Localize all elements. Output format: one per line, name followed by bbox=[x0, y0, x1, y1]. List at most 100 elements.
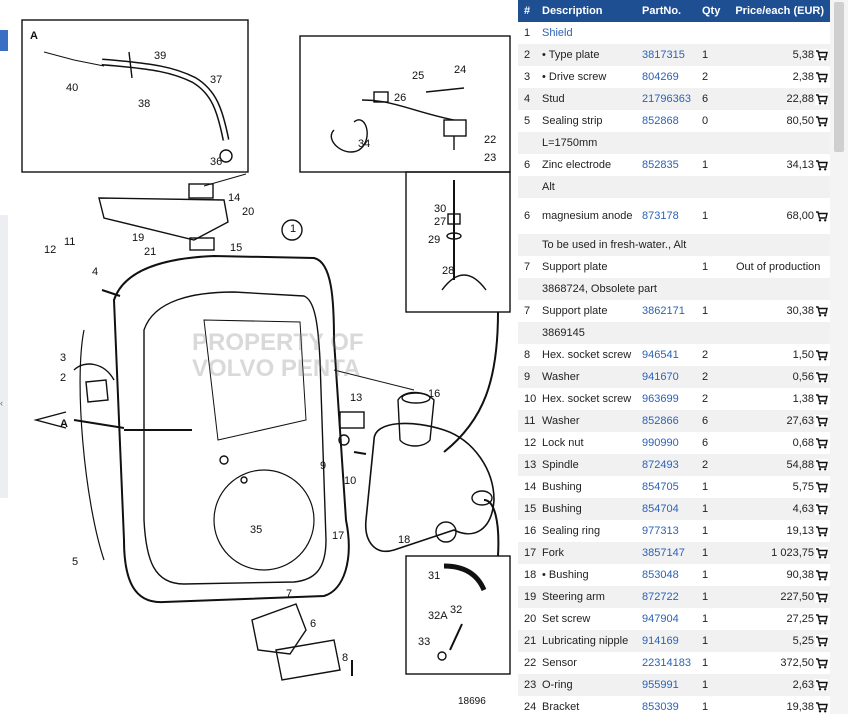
cell-partno-text[interactable]: 946541 bbox=[642, 349, 679, 361]
cell-description-text[interactable]: Shield bbox=[542, 27, 573, 39]
add-to-cart-icon[interactable] bbox=[815, 459, 828, 472]
add-to-cart-icon[interactable] bbox=[815, 71, 828, 84]
cell-partno-text[interactable]: 977313 bbox=[642, 525, 679, 537]
add-to-cart-icon[interactable] bbox=[815, 210, 828, 223]
table-row[interactable]: L=1750mm bbox=[518, 132, 830, 154]
cell-partno[interactable]: 872722 bbox=[640, 586, 700, 608]
add-to-cart-icon[interactable] bbox=[815, 635, 828, 648]
add-to-cart-icon[interactable] bbox=[815, 93, 828, 106]
cell-partno-text[interactable]: 990990 bbox=[642, 437, 679, 449]
add-to-cart-icon[interactable] bbox=[815, 437, 828, 450]
add-to-cart-icon[interactable] bbox=[815, 569, 828, 582]
cell-partno-text[interactable]: 852868 bbox=[642, 115, 679, 127]
cell-partno[interactable]: 873178 bbox=[640, 198, 700, 234]
cell-partno[interactable]: 990990 bbox=[640, 432, 700, 454]
cell-partno[interactable]: 852866 bbox=[640, 410, 700, 432]
vertical-scrollbar[interactable] bbox=[830, 0, 848, 714]
cell-partno-text[interactable]: 854705 bbox=[642, 481, 679, 493]
cell-partno[interactable]: 3862171 bbox=[640, 300, 700, 322]
cell-partno-text[interactable]: 3857147 bbox=[642, 547, 685, 559]
cell-partno-text[interactable]: 853048 bbox=[642, 569, 679, 581]
cell-partno-text[interactable]: 3817315 bbox=[642, 49, 685, 61]
scrollbar-thumb[interactable] bbox=[834, 2, 844, 152]
cell-partno-text[interactable]: 3862171 bbox=[642, 305, 685, 317]
add-to-cart-icon[interactable] bbox=[815, 547, 828, 560]
add-to-cart-icon[interactable] bbox=[815, 49, 828, 62]
cell-partno-text[interactable]: 941670 bbox=[642, 371, 679, 383]
add-to-cart-icon[interactable] bbox=[815, 393, 828, 406]
cell-partno[interactable]: 853039 bbox=[640, 696, 700, 714]
cell-partno[interactable]: 977313 bbox=[640, 520, 700, 542]
cell-description[interactable]: Shield bbox=[540, 22, 640, 44]
table-row[interactable]: To be used in fresh-water., Alt bbox=[518, 234, 830, 256]
cell-partno-text[interactable]: 854704 bbox=[642, 503, 679, 515]
cell-partno-text[interactable]: 804269 bbox=[642, 71, 679, 83]
col-header-qty[interactable]: Qty bbox=[700, 0, 732, 22]
cell-partno-text[interactable]: 914169 bbox=[642, 635, 679, 647]
cell-partno-text[interactable]: 852866 bbox=[642, 415, 679, 427]
add-to-cart-icon[interactable] bbox=[815, 591, 828, 604]
cell-partno[interactable]: 852835 bbox=[640, 154, 700, 176]
add-to-cart-icon[interactable] bbox=[815, 503, 828, 516]
cell-partno[interactable]: 852868 bbox=[640, 110, 700, 132]
add-to-cart-icon[interactable] bbox=[815, 349, 828, 362]
cell-partno[interactable]: 946541 bbox=[640, 344, 700, 366]
col-header-price[interactable]: Price/each (EUR) bbox=[732, 0, 830, 22]
cell-partno-text[interactable]: 872493 bbox=[642, 459, 679, 471]
add-to-cart-icon[interactable] bbox=[815, 525, 828, 538]
cell-partno-text[interactable]: 963699 bbox=[642, 393, 679, 405]
table-row[interactable]: 3868724, Obsolete part bbox=[518, 278, 830, 300]
cell-partno[interactable]: 3817315 bbox=[640, 44, 700, 66]
cell-partno[interactable]: 854705 bbox=[640, 476, 700, 498]
cell-partno[interactable]: 21796363 bbox=[640, 88, 700, 110]
cell-partno[interactable]: 872493 bbox=[640, 454, 700, 476]
cell-partno-text[interactable]: 853039 bbox=[642, 701, 679, 713]
cell-partno-text[interactable]: 872722 bbox=[642, 591, 679, 603]
cell-partno[interactable]: 853048 bbox=[640, 564, 700, 586]
cell-partno[interactable]: 963699 bbox=[640, 388, 700, 410]
cell-partno[interactable]: 914169 bbox=[640, 630, 700, 652]
add-to-cart-icon[interactable] bbox=[815, 371, 828, 384]
table-row[interactable]: Alt bbox=[518, 176, 830, 198]
add-to-cart-icon[interactable] bbox=[815, 701, 828, 714]
left-collapse-icon[interactable]: ‹ bbox=[0, 398, 3, 408]
col-header-description[interactable]: Description bbox=[540, 0, 640, 22]
cell-partno[interactable]: 3857147 bbox=[640, 542, 700, 564]
cell-partno-text[interactable]: 955991 bbox=[642, 679, 679, 691]
table-row[interactable]: 3869145 bbox=[518, 322, 830, 344]
add-to-cart-icon[interactable] bbox=[815, 115, 828, 128]
left-panel-active-marker[interactable] bbox=[0, 30, 8, 51]
add-to-cart-icon[interactable] bbox=[815, 481, 828, 494]
cell-partno-text[interactable]: 947904 bbox=[642, 613, 679, 625]
cell-partno-text[interactable]: 852835 bbox=[642, 159, 679, 171]
add-to-cart-icon[interactable] bbox=[815, 415, 828, 428]
cell-partno[interactable]: 947904 bbox=[640, 608, 700, 630]
add-to-cart-icon[interactable] bbox=[815, 657, 828, 670]
cell-partno-text[interactable]: 22314183 bbox=[642, 657, 691, 669]
cell-partno[interactable]: 22314183 bbox=[640, 652, 700, 674]
